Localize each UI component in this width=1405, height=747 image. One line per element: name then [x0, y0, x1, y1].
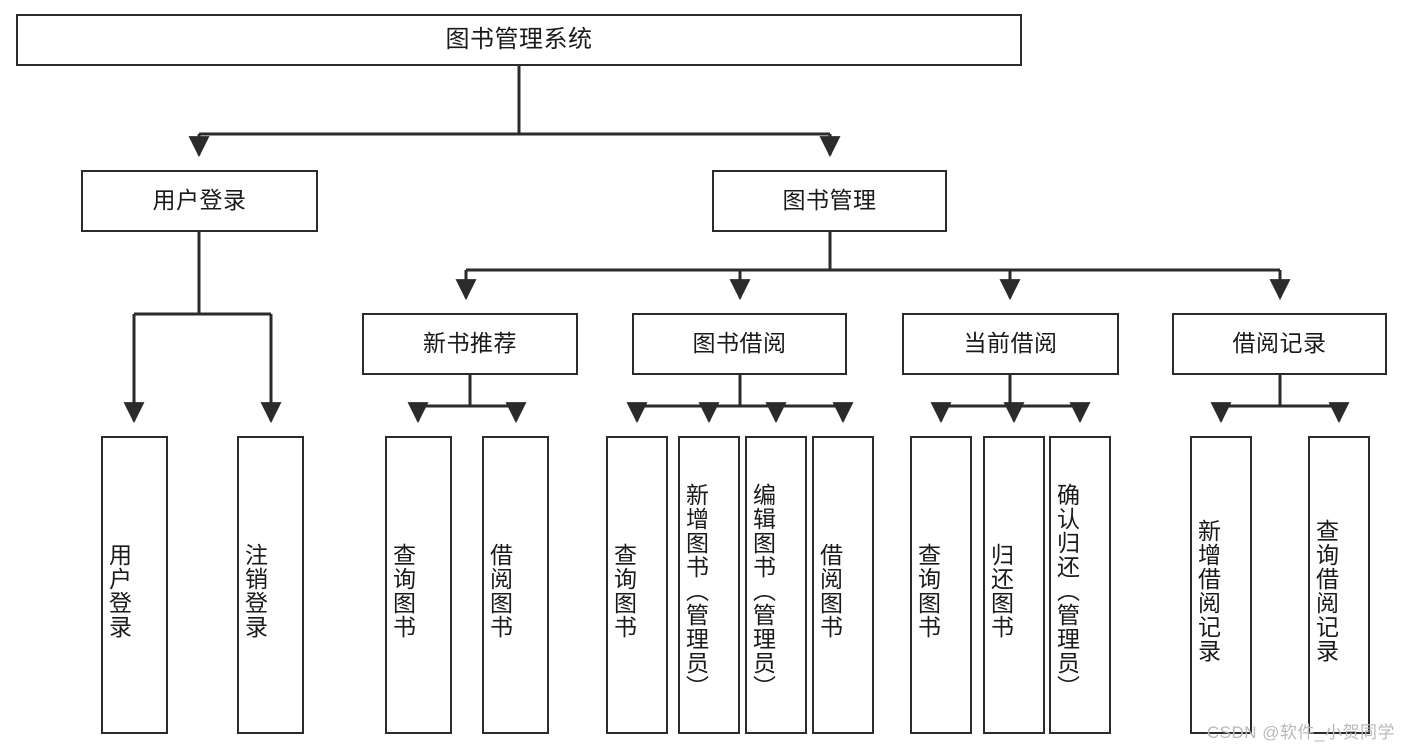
node-label: 用户登录 [152, 187, 247, 214]
leaf-add-book-admin[interactable]: 新增图书（管理员） [678, 436, 740, 734]
node-new-book-recommendation[interactable]: 新书推荐 [362, 313, 578, 375]
node-book-management[interactable]: 图书管理 [712, 170, 947, 232]
leaf-query-borrow-record[interactable]: 查询借阅记录 [1308, 436, 1370, 734]
node-user-login[interactable]: 用户登录 [81, 170, 318, 232]
node-label: 查询借阅记录 [1312, 519, 1339, 663]
leaf-query-book-recommend[interactable]: 查询图书 [385, 436, 452, 734]
node-label: 查询图书 [610, 543, 637, 639]
node-book-management-system[interactable]: 图书管理系统 [16, 14, 1022, 66]
node-label: 图书借阅 [692, 330, 787, 357]
leaf-borrow-book-borrowing[interactable]: 借阅图书 [812, 436, 874, 734]
node-label: 用户登录 [105, 543, 132, 639]
leaf-logout[interactable]: 注销登录 [237, 436, 304, 734]
node-label: 借阅图书 [816, 543, 843, 639]
node-label: 新增图书（管理员） [682, 483, 709, 699]
node-label: 查询图书 [389, 543, 416, 639]
leaf-return-book[interactable]: 归还图书 [983, 436, 1045, 734]
node-label: 借阅记录 [1232, 330, 1327, 357]
leaf-query-book-borrowing[interactable]: 查询图书 [606, 436, 668, 734]
node-label: 注销登录 [241, 543, 268, 639]
node-current-borrowing[interactable]: 当前借阅 [902, 313, 1119, 375]
leaf-add-borrow-record[interactable]: 新增借阅记录 [1190, 436, 1252, 734]
leaf-confirm-return-admin[interactable]: 确认归还（管理员） [1049, 436, 1111, 734]
node-label: 确认归还（管理员） [1053, 483, 1080, 699]
node-label: 新增借阅记录 [1194, 519, 1221, 663]
node-label: 编辑图书（管理员） [749, 483, 776, 699]
node-label: 新书推荐 [423, 330, 517, 357]
node-label: 查询图书 [914, 543, 941, 639]
leaf-user-login[interactable]: 用户登录 [101, 436, 168, 734]
node-label: 图书管理 [782, 187, 877, 214]
leaf-borrow-book-recommend[interactable]: 借阅图书 [482, 436, 549, 734]
node-label: 当前借阅 [963, 330, 1058, 357]
leaf-edit-book-admin[interactable]: 编辑图书（管理员） [745, 436, 807, 734]
node-borrowing-record[interactable]: 借阅记录 [1172, 313, 1387, 375]
node-book-borrowing[interactable]: 图书借阅 [632, 313, 847, 375]
node-label: 借阅图书 [486, 543, 513, 639]
node-label: 归还图书 [987, 543, 1014, 639]
leaf-query-book-current[interactable]: 查询图书 [910, 436, 972, 734]
node-label: 图书管理系统 [445, 25, 593, 53]
